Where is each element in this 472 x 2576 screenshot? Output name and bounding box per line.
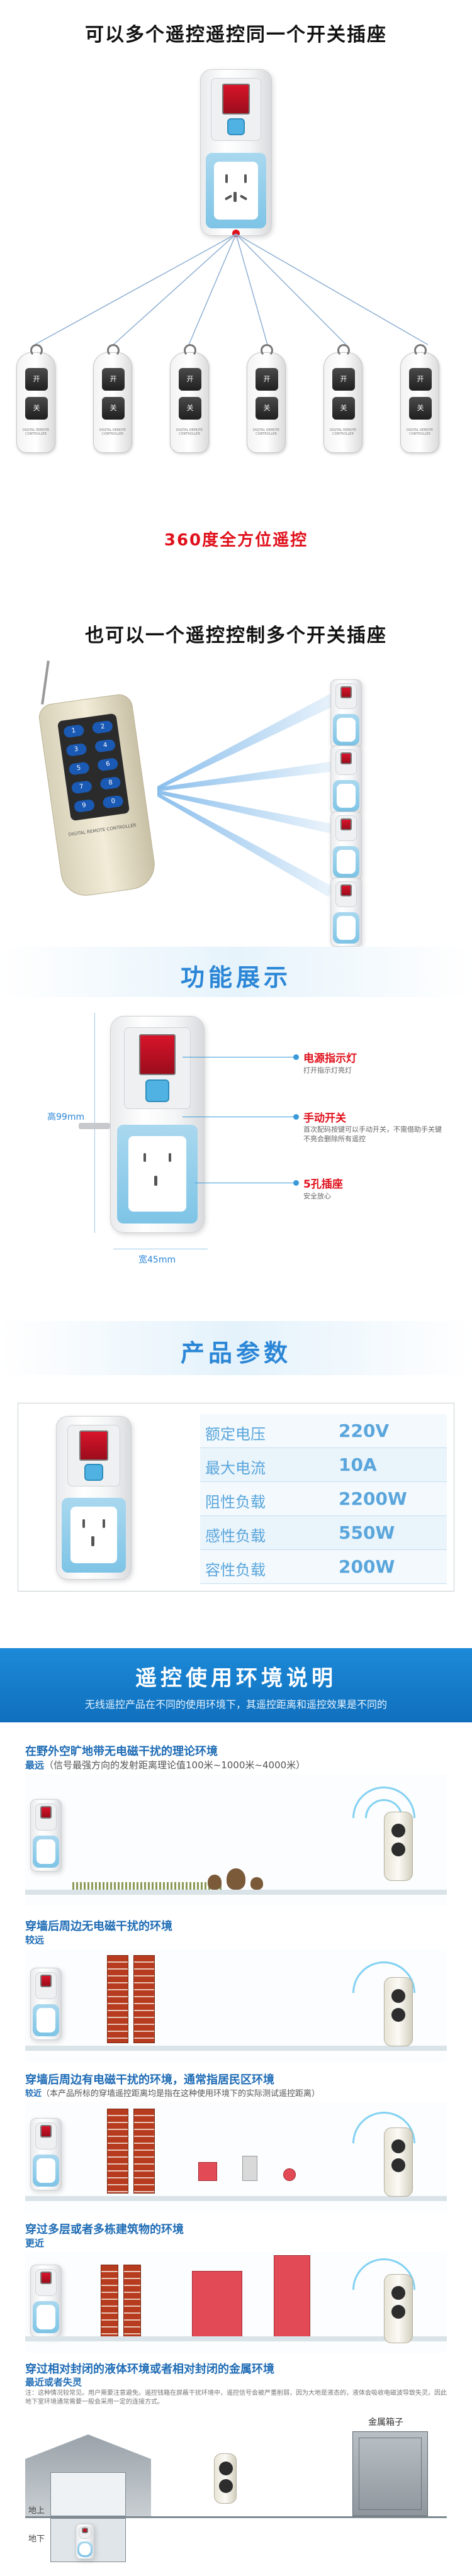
section1-title: 可以多个遥控遥控同一个开关插座 — [85, 24, 387, 46]
floor-below-label: 地下 — [28, 2534, 45, 2544]
section1-caption: 360度全方位遥控 — [164, 531, 308, 550]
metal-box — [352, 2431, 428, 2516]
env-banner-title: 遥控使用环境说明 — [135, 1666, 337, 1691]
feature-3-title: 5孔插座 — [303, 1178, 343, 1191]
env-scene-1-sub: 最远（信号最强方向的发射距离理论值100米~1000米~4000米） — [25, 1759, 306, 1771]
signal-lines — [34, 233, 429, 345]
manual-switch-icon — [227, 118, 245, 136]
socket-target-4 — [330, 878, 362, 947]
feature-banner: 功能展示 — [0, 947, 472, 997]
spec-table: 额定电压 220V 最大电流 10A 阻性负载 2200W 感性负载 550W … — [0, 1414, 472, 1587]
spec-panel — [18, 1403, 454, 1592]
feature-2-desc: 首次配码按键可以手动开关，不需借助手关键不亮会删除所有遥控 — [303, 1125, 442, 1143]
env-scene-3 — [25, 2099, 447, 2212]
env-scene-1-title: 在野外空旷地带无电磁干扰的理论环境 — [25, 1745, 218, 1758]
ground-line — [25, 2516, 447, 2518]
socket-feature — [110, 1016, 205, 1233]
env-scene-3-sub: 较近（本产品所标的穿墙遥控距离均是指在这种使用环境下的实际测试遥控距离） — [25, 2089, 320, 2099]
feature-banner-text: 功能展示 — [180, 964, 291, 991]
socket-main — [200, 69, 272, 236]
env-scene-4 — [25, 2245, 447, 2353]
env-scene-2 — [25, 1948, 447, 2062]
env-scene-4-title: 穿过多层或者多栋建筑物的环境 — [25, 2223, 184, 2236]
keypad: 1 2 3 4 5 6 7 8 9 0 — [57, 713, 130, 822]
socket-target-1 — [330, 679, 362, 749]
multi-signal-arrows — [157, 692, 340, 897]
remote-fob-5: 开 关 DIGITAL REMOTE CONTROLLER — [323, 344, 362, 453]
width-label: 宽45mm — [138, 1255, 176, 1265]
remote-fob-2: 开 关 DIGITAL REMOTE CONTROLLER — [93, 344, 132, 453]
env-scene-5-title: 穿过相对封闭的液体环境或者相对封闭的金属环境 — [25, 2363, 274, 2376]
feature-2-title: 手动开关 — [303, 1112, 346, 1125]
spec-row: 额定电压 220V — [200, 1414, 447, 1448]
feature-3-desc: 安全放心 — [303, 1192, 331, 1200]
power-indicator — [222, 83, 250, 114]
env-banner: 遥控使用环境说明 无线遥控产品在不同的使用环境下，其遥控距离和遥控效果是不同的 — [0, 1648, 472, 1722]
socket-target-3 — [330, 811, 362, 881]
env-scene-4-sub: 更近 — [25, 2238, 45, 2249]
spec-banner: 产品参数 — [0, 1321, 472, 1375]
outlet-face — [214, 162, 258, 220]
remote-antenna — [41, 661, 50, 705]
socket-spec — [56, 1416, 132, 1580]
socket-target-2 — [330, 745, 362, 815]
spec-banner-text: 产品参数 — [180, 1339, 291, 1367]
remote-fob-4: 开 关 DIGITAL REMOTE CONTROLLER — [247, 344, 286, 453]
remote-fob-3: 开 关 DIGITAL REMOTE CONTROLLER — [170, 344, 209, 453]
multi-key-remote: 1 2 3 4 5 6 7 8 9 0 DIGITAL REMOTE CONTR… — [37, 693, 158, 899]
height-label: 高99mm — [47, 1112, 85, 1122]
env-banner-subtitle: 无线遥控产品在不同的使用环境下，其遥控距离和遥控效果是不同的 — [84, 1698, 387, 1710]
section2-title: 也可以一个遥控控制多个开关插座 — [85, 625, 387, 647]
env-scene-2-sub: 较远 — [25, 1934, 45, 1946]
plug-pin — [79, 1123, 110, 1129]
env-scene-2-title: 穿墙后周边无电磁干扰的环境 — [25, 1920, 172, 1933]
env-scene-1 — [25, 1773, 447, 1906]
feature-1-desc: 打开指示灯亮灯 — [303, 1066, 352, 1074]
outlet — [205, 152, 267, 229]
env-scene-5-note: 注：这种情况较常见。用户需要注意避免。遥控钱箱在屏蔽干扰环境中，遥控信号会被严重… — [25, 2390, 447, 2406]
spec-row: 阻性负载 2200W — [200, 1482, 447, 1516]
spec-row: 容性负载 200W — [200, 1550, 447, 1584]
remote-fob-6: 开 关 DIGITAL REMOTE CONTROLLER — [400, 344, 439, 453]
env-scene-5: 地上 地下 金属箱子 — [25, 2416, 447, 2573]
remote-fob-1: 开 关 DIGITAL REMOTE CONTROLLER — [16, 344, 55, 453]
floor-above-label: 地上 — [28, 2506, 45, 2516]
env-scene-3-title: 穿墙后周边有电磁干扰的环境，通常指居民区环境 — [25, 2073, 274, 2087]
spec-row: 感性负载 550W — [200, 1516, 447, 1550]
socket-top-panel — [210, 78, 262, 142]
spec-row: 最大电流 10A — [200, 1448, 447, 1482]
env-scene-5-sub: 最近或者失灵 — [25, 2377, 82, 2388]
feature-1-title: 电源指示灯 — [303, 1052, 357, 1065]
metal-box-label: 金属箱子 — [368, 2417, 403, 2428]
